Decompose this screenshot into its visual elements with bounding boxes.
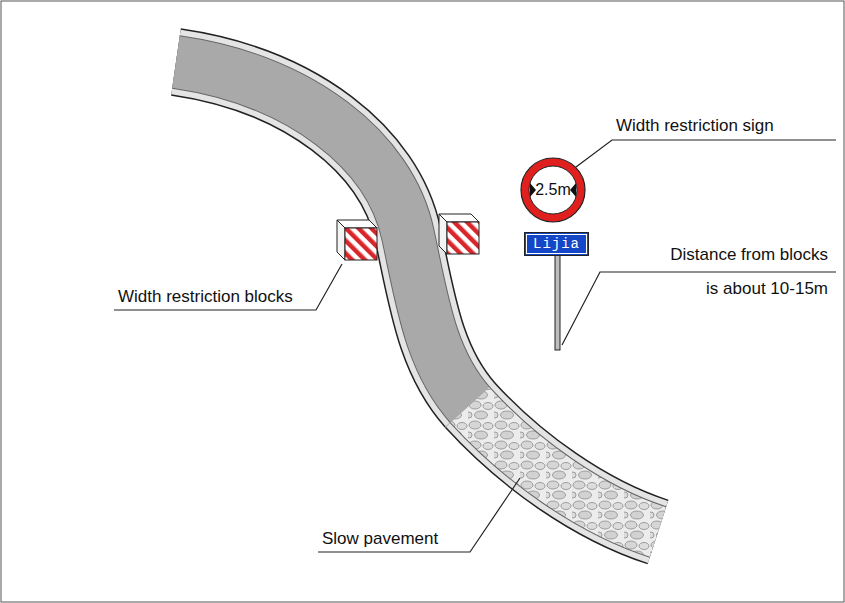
callout-label: Width restriction blocks bbox=[118, 287, 293, 307]
callout-label: Slow pavement bbox=[322, 529, 438, 549]
place-name-plate: Lijia bbox=[524, 232, 589, 256]
leader-lines bbox=[114, 140, 836, 552]
width-sign-disc: 2.5m bbox=[520, 157, 586, 223]
width-block bbox=[337, 220, 377, 260]
callout-label: Width restriction sign bbox=[616, 116, 774, 136]
width-limit-value: 2.5m bbox=[535, 182, 571, 198]
asphalt bbox=[176, 62, 471, 406]
sign-pole bbox=[555, 254, 560, 350]
callout-label: Distance from blocks is about 10-15m bbox=[660, 238, 828, 306]
slow-pavement bbox=[470, 405, 658, 532]
width-block bbox=[439, 214, 479, 254]
place-name: Lijia bbox=[533, 236, 580, 252]
